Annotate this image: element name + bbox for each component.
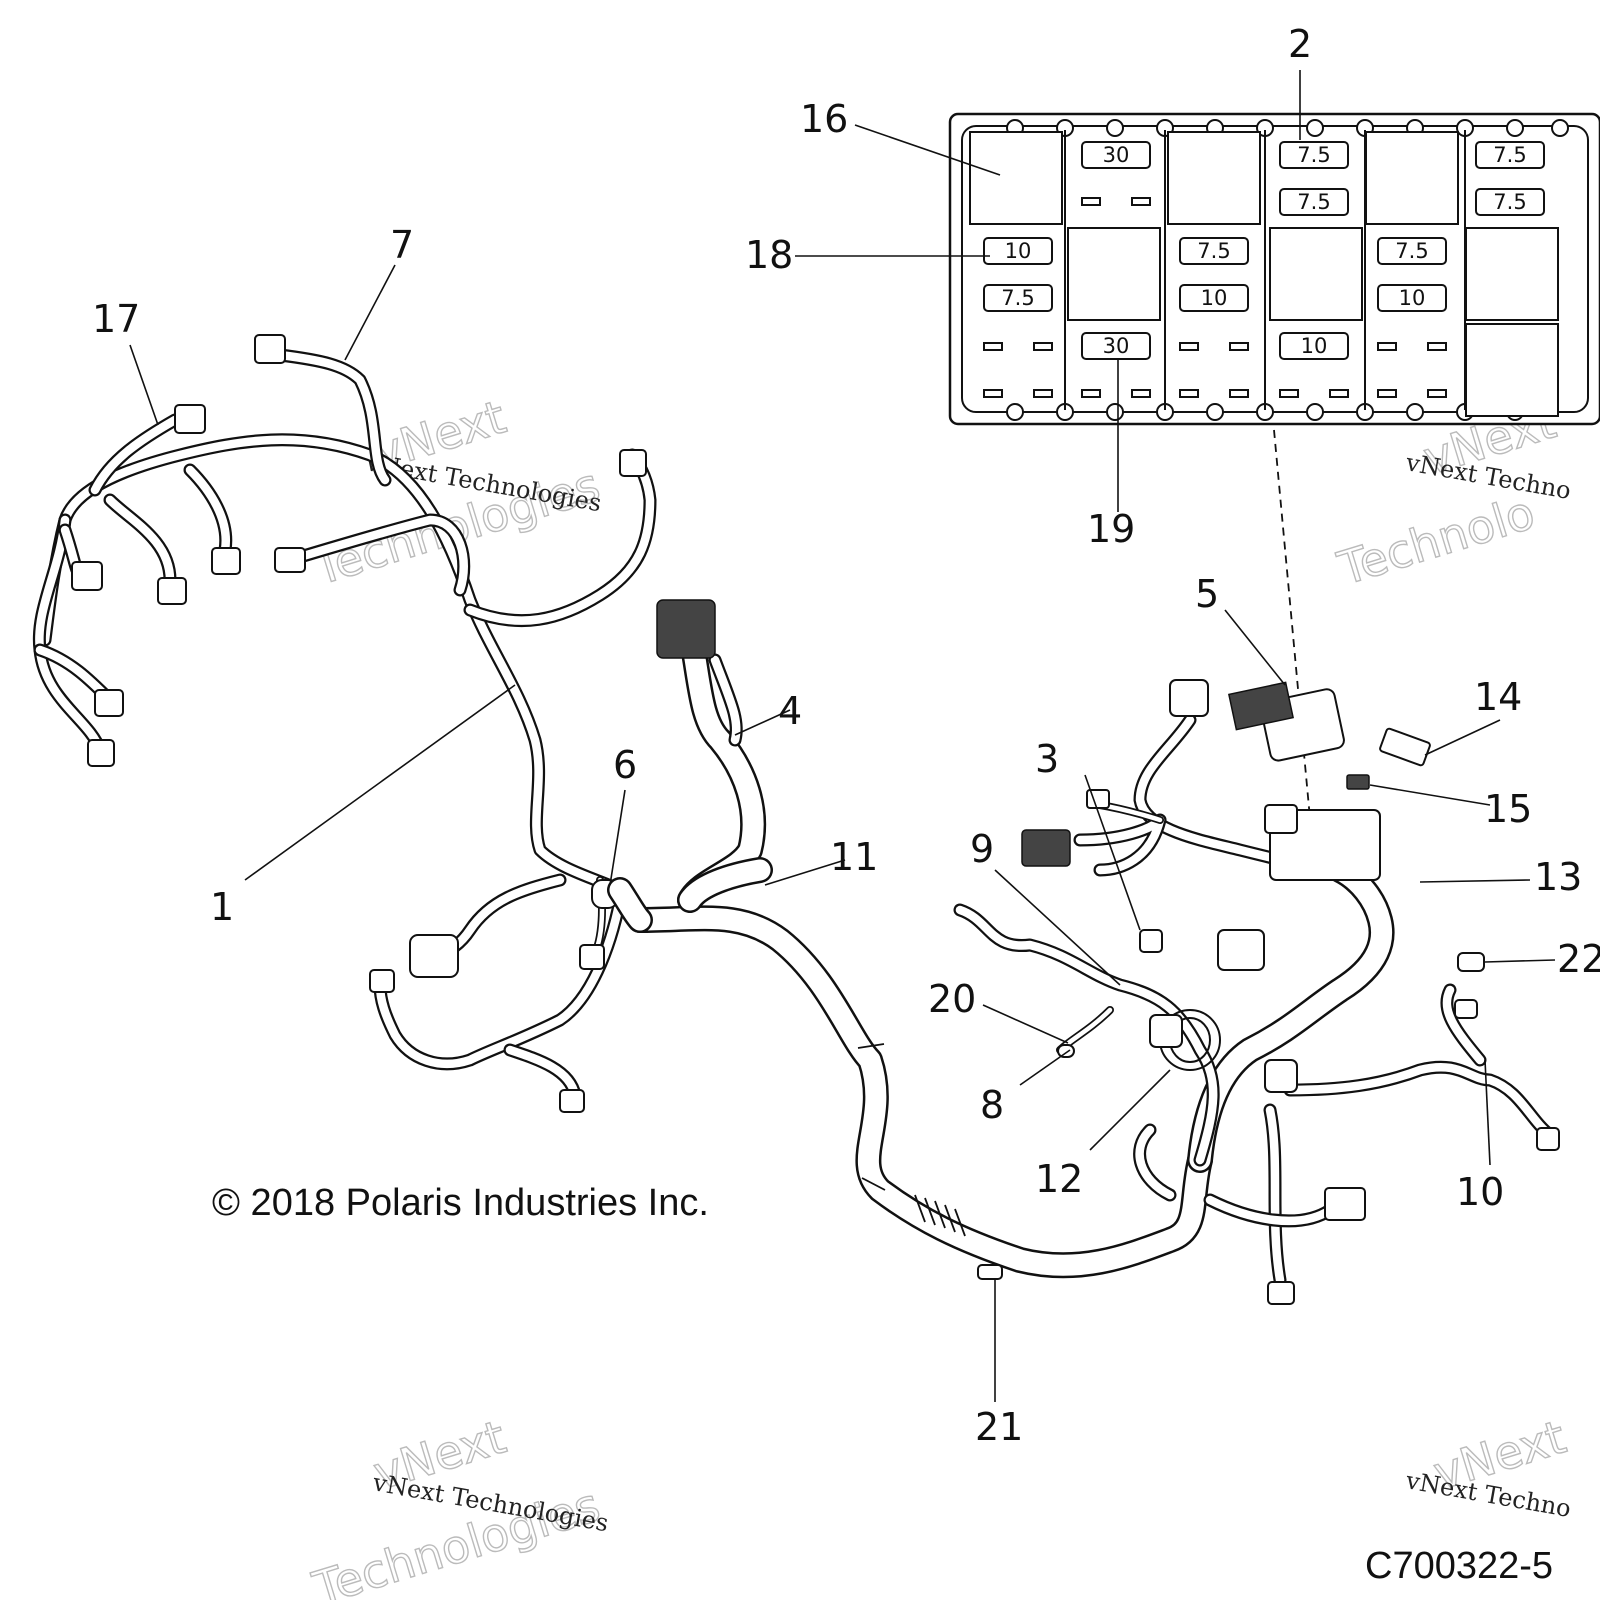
callout-16: 16 (800, 97, 848, 141)
callout-15: 15 (1484, 787, 1532, 831)
callout-9: 9 (970, 827, 994, 871)
callout-17: 17 (92, 297, 140, 341)
callout-1: 1 (210, 885, 234, 929)
fuse-10: 10 (1279, 332, 1349, 360)
cap-part (1457, 952, 1485, 972)
callout-4: 4 (778, 689, 802, 733)
connector (559, 1089, 585, 1113)
connector (1264, 804, 1298, 834)
connector (157, 577, 187, 605)
callout-22: 22 (1557, 937, 1600, 981)
copyright-text: © 2018 Polaris Industries Inc. (212, 1182, 709, 1224)
fuse-7-5: 7.5 (1475, 188, 1545, 216)
callout-7: 7 (390, 223, 414, 267)
callout-2: 2 (1288, 22, 1312, 66)
svg-text:7.5: 7.5 (1493, 190, 1526, 214)
connector (1217, 929, 1265, 971)
leader-lines (129, 70, 1556, 1402)
connector (71, 561, 103, 591)
callout-6: 6 (613, 743, 637, 787)
callouts: 1 2 3 4 5 6 7 8 9 10 11 12 13 14 15 16 1… (92, 22, 1600, 1449)
connector (1169, 679, 1209, 717)
connector (409, 934, 459, 978)
relay-socket (1269, 227, 1363, 321)
ring-terminal (1057, 1044, 1075, 1058)
relay-socket (1465, 227, 1559, 321)
fuse-box-detail: 30 7.5 7.5 7.5 7.5 10 7.5 7.5 (948, 112, 1600, 841)
watermark-word: Technolo (1331, 485, 1540, 596)
fuse-10: 10 (983, 237, 1053, 265)
connector (1536, 1127, 1560, 1151)
callout-10: 10 (1456, 1170, 1504, 1214)
harness-main-trunk (607, 857, 1213, 1280)
connector (211, 547, 241, 575)
fuse-30-top: 30 (1081, 141, 1151, 169)
drawing-code: C700322-5 (1365, 1545, 1553, 1587)
svg-text:30: 30 (1103, 143, 1130, 167)
connector (274, 547, 306, 573)
connector (1139, 929, 1163, 953)
callout-21: 21 (975, 1405, 1023, 1449)
callout-12: 12 (1035, 1157, 1083, 1201)
svg-text:7.5: 7.5 (1001, 286, 1034, 310)
svg-text:10: 10 (1399, 286, 1426, 310)
connector (1149, 1014, 1183, 1048)
harness-left (32, 334, 767, 1113)
fuse-30-bottom: 30 (1081, 332, 1151, 360)
harness-right (953, 679, 1560, 1305)
fuse-7-5: 7.5 (1279, 141, 1349, 169)
callout-3: 3 (1035, 737, 1059, 781)
svg-text:7.5: 7.5 (1297, 190, 1330, 214)
connector (619, 449, 647, 477)
connector (254, 334, 286, 364)
svg-text:10: 10 (1301, 334, 1328, 358)
connector (1324, 1187, 1366, 1221)
svg-text:7.5: 7.5 (1197, 239, 1230, 263)
detail-link-dashed (1273, 429, 1313, 841)
callout-13: 13 (1534, 855, 1582, 899)
connector (87, 739, 115, 767)
connector (1264, 1059, 1298, 1093)
fuse-7-5: 7.5 (1179, 237, 1249, 265)
callout-20: 20 (928, 977, 976, 1021)
fuse-part (1346, 774, 1370, 790)
svg-text:7.5: 7.5 (1297, 143, 1330, 167)
connector (1267, 1281, 1295, 1305)
callout-5: 5 (1195, 572, 1219, 616)
svg-text:7.5: 7.5 (1395, 239, 1428, 263)
callout-19: 19 (1087, 507, 1135, 551)
connector (94, 689, 124, 717)
relay-socket (1365, 131, 1459, 225)
relay-part (1379, 727, 1431, 767)
callout-11: 11 (830, 835, 878, 879)
relay-socket (1067, 227, 1161, 321)
connector (1021, 829, 1071, 867)
svg-text:7.5: 7.5 (1493, 143, 1526, 167)
clip (977, 1264, 1003, 1280)
relay-socket (1465, 323, 1559, 417)
connector (174, 404, 206, 434)
fuse-10: 10 (1377, 284, 1447, 312)
connector (579, 944, 605, 970)
svg-text:10: 10 (1005, 239, 1032, 263)
fuse-label (1228, 681, 1294, 731)
connector (1454, 999, 1478, 1019)
callout-18: 18 (745, 233, 793, 277)
fuse-7-5: 7.5 (983, 284, 1053, 312)
fuse-7-5: 7.5 (1279, 188, 1349, 216)
fuse-7-5: 7.5 (1475, 141, 1545, 169)
relay-socket (1167, 131, 1261, 225)
connector (369, 969, 395, 993)
fuse-7-5: 7.5 (1377, 237, 1447, 265)
callout-14: 14 (1474, 675, 1522, 719)
callout-8: 8 (980, 1083, 1004, 1127)
relay-socket (969, 131, 1063, 225)
fuse-10: 10 (1179, 284, 1249, 312)
svg-text:10: 10 (1201, 286, 1228, 310)
ecu-connector (656, 599, 716, 659)
svg-text:30: 30 (1103, 334, 1130, 358)
connector (1086, 789, 1110, 809)
